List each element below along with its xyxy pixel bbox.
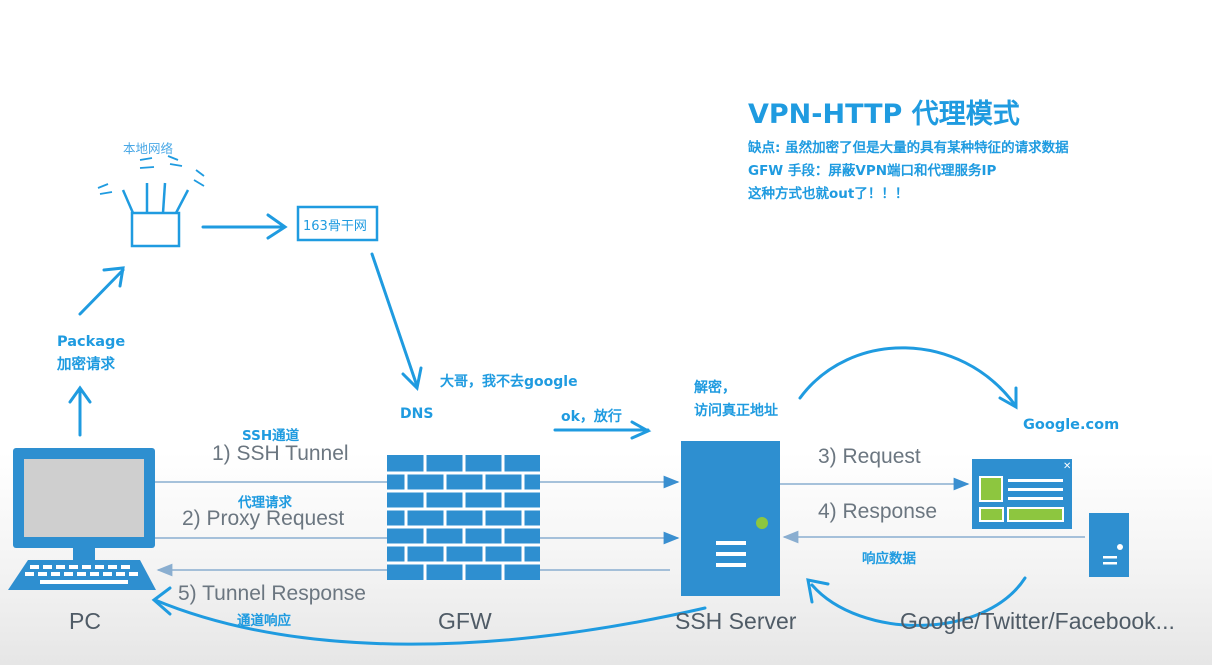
router-icon bbox=[97, 155, 205, 248]
backbone-box bbox=[296, 205, 379, 242]
diagram-title: VPN-HTTP 代理模式 bbox=[748, 99, 1020, 130]
flow-response-label: 4) Response bbox=[818, 500, 938, 523]
pc-label: PC bbox=[69, 608, 101, 634]
drawback-note: 缺点: 虽然加密了但是大量的具有某种特征的请求数据 bbox=[748, 140, 1069, 156]
ssh-server-icon bbox=[681, 441, 780, 596]
local-network-label: 本地网络 bbox=[123, 141, 174, 156]
package-label: Package bbox=[57, 334, 126, 350]
flow-request-label: 3) Request bbox=[818, 445, 921, 468]
svg-text:✕: ✕ bbox=[1063, 461, 1071, 472]
pc-to-router-arrow bbox=[78, 268, 125, 316]
firewall-wall-icon bbox=[387, 455, 540, 580]
backbone-to-dns-arrow bbox=[370, 252, 419, 388]
gfw-measure-note: GFW 手段：屏蔽VPN端口和代理服务IP bbox=[748, 163, 997, 179]
response-data-label: 响应数据 bbox=[862, 551, 916, 567]
decrypt-curve-arrow bbox=[798, 346, 1017, 407]
flow-ssh-tunnel-label: 1) SSH Tunnel bbox=[212, 442, 349, 465]
ok-pass-label: ok，放行 bbox=[561, 409, 622, 425]
target-sites-label: Google/Twitter/Facebook... bbox=[900, 608, 1175, 634]
web-server-icon bbox=[1089, 513, 1129, 577]
proxy-request-cn-label: 代理请求 bbox=[238, 495, 292, 511]
response-curve-arrow bbox=[810, 576, 1027, 627]
flow-tunnel-response-label: 5) Tunnel Response bbox=[178, 582, 366, 605]
ssh-channel-label: SSH通道 bbox=[242, 428, 300, 444]
flow-proxy-request-label: 2) Proxy Request bbox=[182, 507, 345, 530]
pc-monitor-icon bbox=[8, 448, 156, 590]
browser-window-icon: ✕ bbox=[972, 459, 1072, 529]
decrypt-label: 解密， bbox=[694, 380, 736, 396]
visit-real-label: 访问真正地址 bbox=[694, 403, 778, 419]
ssh-server-label: SSH Server bbox=[675, 608, 797, 634]
dns-label: DNS bbox=[400, 406, 434, 422]
dns-message-label: 大哥，我不去google bbox=[440, 374, 578, 390]
tunnel-response-cn-label: 通道响应 bbox=[237, 613, 291, 629]
tunnel-response-curve-arrow bbox=[153, 598, 707, 646]
google-com-label: Google.com bbox=[1023, 417, 1120, 433]
backbone-label: 163骨干网 bbox=[303, 219, 367, 234]
package-encrypt-label: 加密请求 bbox=[57, 357, 115, 373]
gfw-label: GFW bbox=[438, 608, 492, 634]
outdated-note: 这种方式也就out了！！！ bbox=[748, 186, 909, 202]
